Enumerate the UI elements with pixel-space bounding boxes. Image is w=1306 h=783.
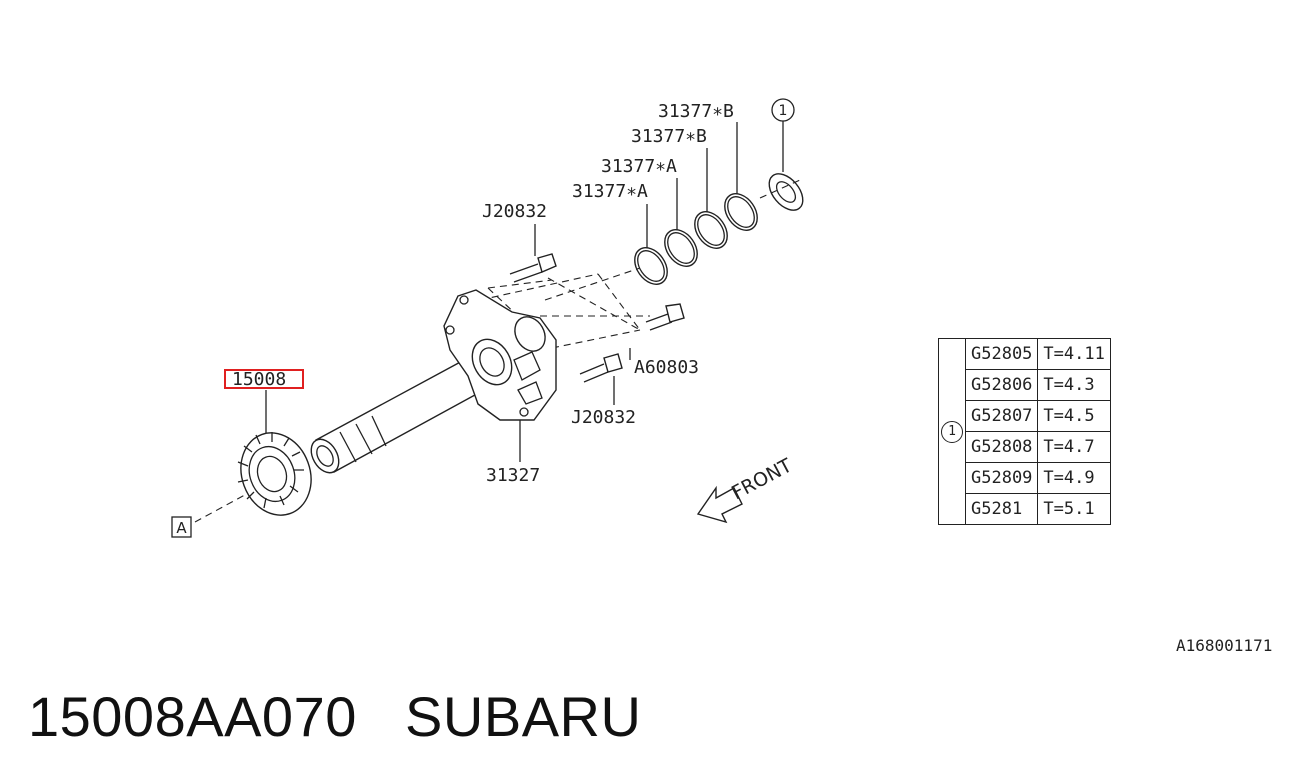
- table-ref-cell: 1: [938, 338, 966, 525]
- thickness-cell: T=4.11: [1037, 338, 1111, 370]
- part-number-cell[interactable]: G52809: [964, 462, 1039, 494]
- callout-ring-a1: 31377∗A: [601, 156, 677, 177]
- callout-pump-body: 31327: [486, 465, 540, 486]
- thickness-cell: T=5.1: [1037, 493, 1111, 525]
- callout-bolt-top: J20832: [482, 201, 547, 222]
- callout-ring-b1: 31377∗B: [658, 101, 734, 122]
- part-number-cell[interactable]: G5281: [964, 493, 1039, 525]
- thickness-cell: T=4.5: [1037, 400, 1111, 432]
- ref-a-marker: A: [171, 516, 192, 538]
- part-number-cell[interactable]: G52805: [964, 338, 1039, 370]
- thickness-cell: T=4.7: [1037, 431, 1111, 463]
- callout-bolt-right: A60803: [634, 357, 699, 378]
- table-row: 1 G52805 T=4.11: [938, 338, 1111, 525]
- footer-title: 15008AA070 SUBARU: [28, 684, 641, 749]
- pump-body: [443, 289, 557, 421]
- callout-gear-highlight[interactable]: 15008: [224, 369, 304, 390]
- front-label: FRONT: [728, 454, 796, 504]
- part-number-cell[interactable]: G52808: [964, 431, 1039, 463]
- thickness-cell: T=4.3: [1037, 369, 1111, 401]
- table-row: G5281 T=5.1: [939, 493, 1111, 525]
- table-row: G52807 T=4.5: [939, 400, 1111, 432]
- footer-part-number: 15008AA070: [28, 685, 357, 748]
- inner-gear: [237, 432, 312, 516]
- callout-ring-a2: 31377∗A: [572, 181, 648, 202]
- bolt-bottom: [579, 353, 623, 383]
- ref-1-marker: 1: [771, 98, 795, 122]
- table-ref-marker: 1: [941, 421, 963, 443]
- table-row: G52806 T=4.3: [939, 369, 1111, 401]
- callout-ring-b2: 31377∗B: [631, 126, 707, 147]
- table-row: G52808 T=4.7: [939, 431, 1111, 463]
- bolt-top: [509, 253, 557, 283]
- part-number-cell[interactable]: G52806: [964, 369, 1039, 401]
- ref-a-label: A: [176, 519, 187, 537]
- callout-bolt-bottom: J20832: [571, 407, 636, 428]
- front-arrow-icon: FRONT: [696, 454, 796, 524]
- callout-gear[interactable]: 15008: [232, 369, 286, 390]
- diagram-code: A168001171: [1176, 636, 1273, 655]
- bolt-right: [645, 303, 685, 331]
- shim-thickness-table: 1 G52805 T=4.11 G52806 T=4.3 G52807 T=4.…: [938, 338, 1111, 525]
- ref-1-label: 1: [779, 103, 788, 119]
- leader-lines: [265, 121, 784, 462]
- thickness-cell: T=4.9: [1037, 462, 1111, 494]
- part-number-cell[interactable]: G52807: [964, 400, 1039, 432]
- thrust-washer: [768, 173, 804, 211]
- o-rings: [634, 193, 758, 285]
- footer-brand: SUBARU: [405, 685, 642, 748]
